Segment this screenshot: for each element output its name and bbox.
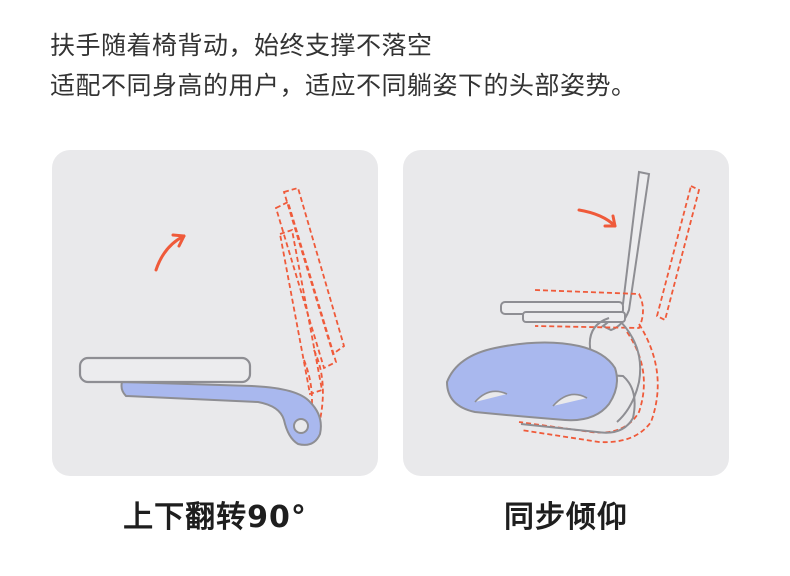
- rotation-arrow-icon: [154, 234, 186, 272]
- caption-sync-recline: 同步倾仰: [504, 500, 628, 535]
- sync-recline-illustration: [403, 150, 729, 476]
- intro-line-1: 扶手随着椅背动，始终支撑不落空: [50, 31, 433, 60]
- armrest-pad: [78, 356, 252, 384]
- sync-recline-drawing: [445, 170, 701, 444]
- mechanism-arm: [520, 317, 636, 434]
- caption-flip: 上下翻转90°: [123, 500, 307, 535]
- seat-cushion: [445, 341, 618, 422]
- intro-text: 扶手随着椅背动，始终支撑不落空 适配不同身高的用户，适应不同躺姿下的头部姿势。: [50, 26, 637, 106]
- rotation-arrow-icon: [577, 208, 617, 228]
- intro-line-2: 适配不同身高的用户，适应不同躺姿下的头部姿势。: [50, 71, 637, 100]
- armrest-flip-illustration: [52, 150, 378, 476]
- armrest-flip-drawing: [78, 186, 346, 446]
- raised-armrest-ghost: [274, 186, 346, 423]
- armrest-bracket: [120, 380, 322, 446]
